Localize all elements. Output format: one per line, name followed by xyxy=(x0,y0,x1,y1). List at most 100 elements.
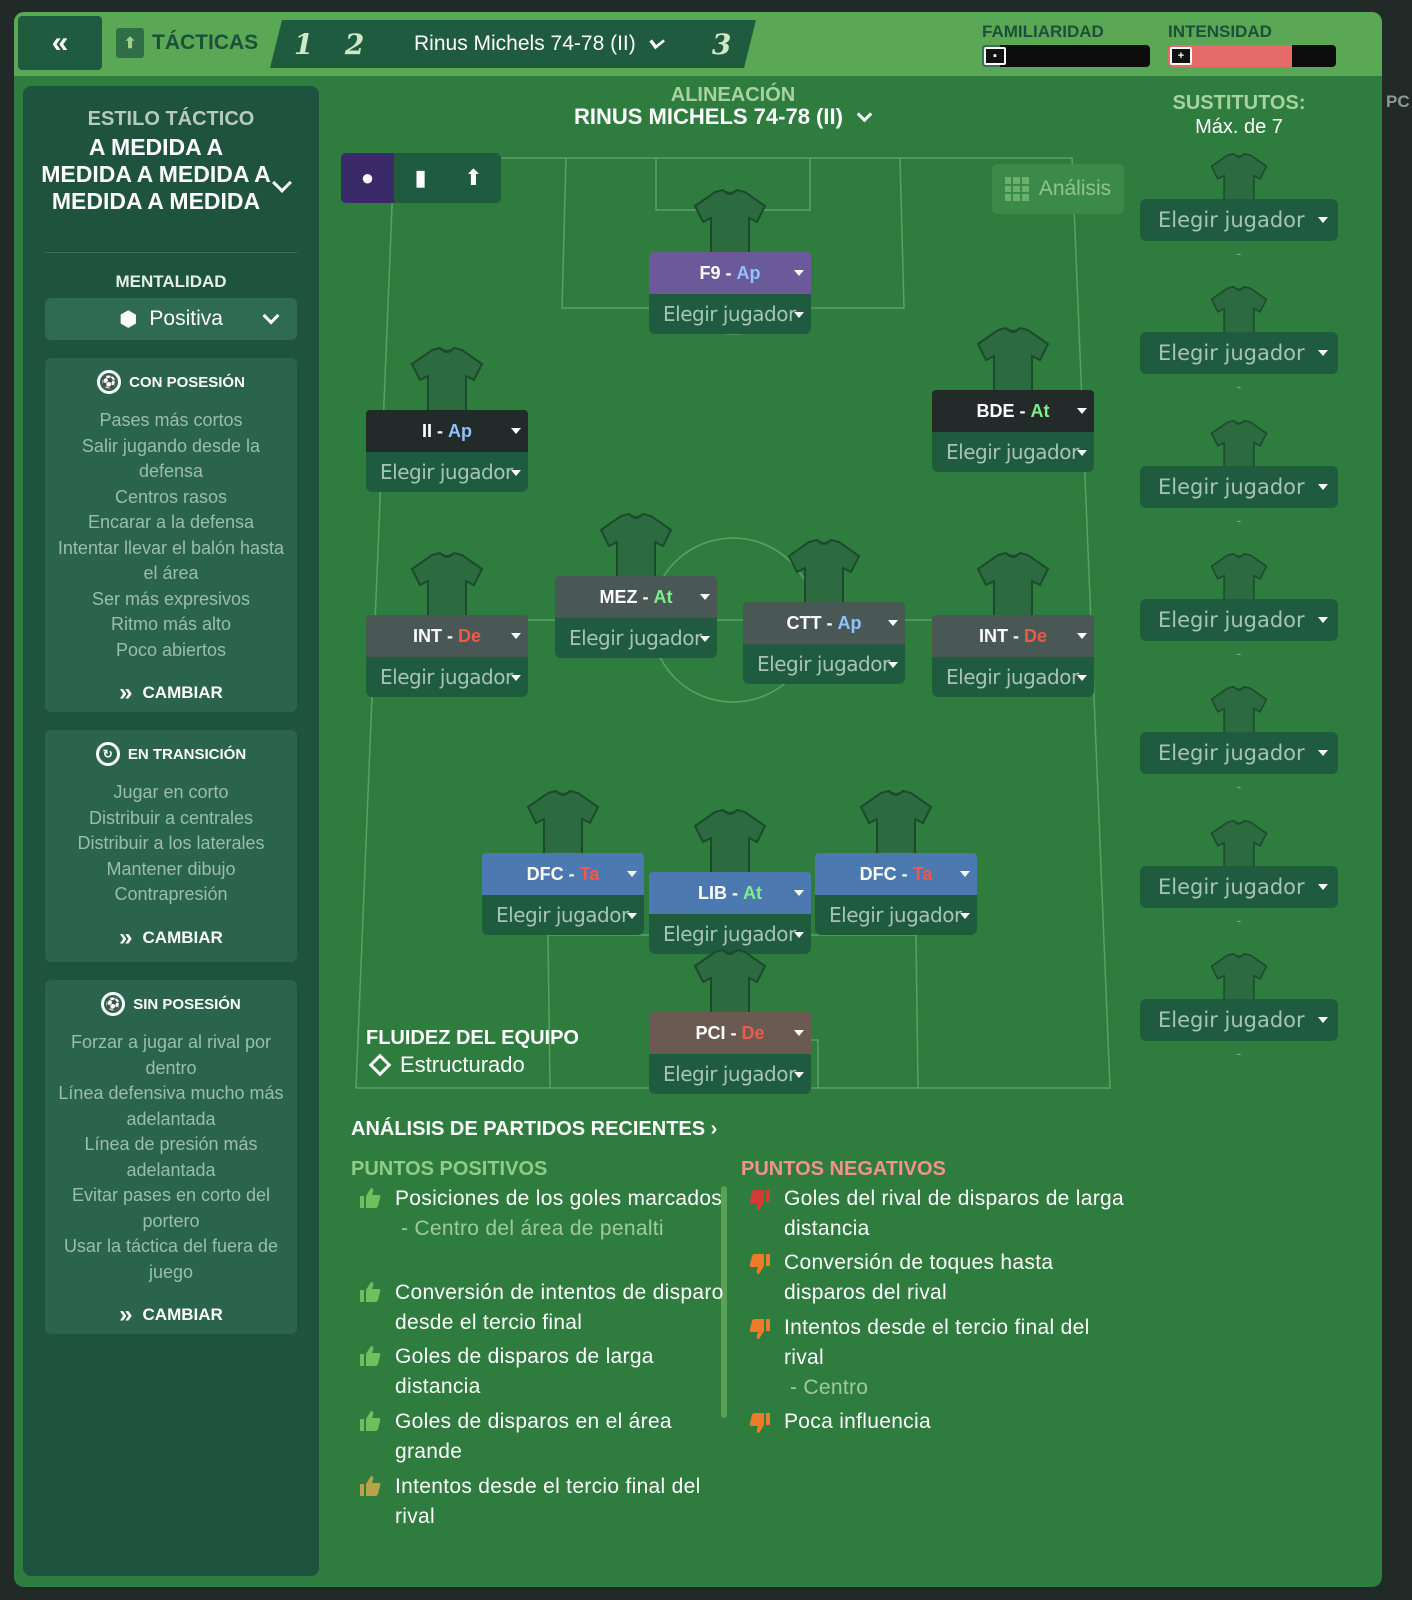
recent-analysis-link[interactable]: ANÁLISIS DE PARTIDOS RECIENTES › xyxy=(351,1118,718,1140)
caret-down-icon xyxy=(627,871,637,877)
player-picker[interactable]: Elegir jugador xyxy=(743,644,905,684)
player-picker[interactable]: Elegir jugador xyxy=(366,452,528,492)
position-code: II xyxy=(421,420,432,441)
player-picker[interactable]: Elegir jugador xyxy=(366,657,528,697)
instruction-item: Línea defensiva mucho más adelantada xyxy=(58,1083,284,1129)
caret-down-icon xyxy=(794,1072,804,1078)
duty-code: De xyxy=(1023,625,1047,646)
substitute-picker[interactable]: Elegir jugador xyxy=(1140,199,1338,241)
instruction-item: Ser más expresivos xyxy=(91,588,251,609)
role-dropdown[interactable]: INT - De xyxy=(932,615,1094,657)
position-code: INT xyxy=(978,625,1008,646)
role-dropdown[interactable]: DFC - Ta xyxy=(482,853,644,895)
analysis-button[interactable]: Análisis xyxy=(992,164,1124,214)
duty-code: At xyxy=(653,586,673,607)
shirt-icon xyxy=(1210,552,1268,611)
instruction-item: Forzar a jugar al rival por dentro xyxy=(70,1032,272,1078)
ball-icon: ⚽ xyxy=(101,992,126,1016)
role-dropdown[interactable]: II - Ap xyxy=(366,410,528,452)
familiaridad-label: FAMILIARIDAD xyxy=(982,22,1104,41)
player-picker[interactable]: Elegir jugador xyxy=(482,895,644,935)
shirt-icon xyxy=(410,551,484,626)
caret-down-icon xyxy=(511,470,521,476)
diamond-icon xyxy=(368,1053,392,1077)
role-dropdown[interactable]: F9 - Ap xyxy=(649,252,811,294)
shirt-icon xyxy=(859,789,933,864)
familiarity-icon: ▪ xyxy=(984,47,1006,65)
role-dropdown[interactable]: CTT - Ap xyxy=(743,602,905,644)
view-toggle: ● ▮ ⬆ xyxy=(341,153,501,203)
tactics-title: ⬆ TÁCTICAS xyxy=(116,28,258,58)
substitute-picker[interactable]: Elegir jugador xyxy=(1140,598,1338,641)
caret-down-icon xyxy=(1077,408,1087,414)
fluidity-value[interactable]: Estructurado xyxy=(368,1052,525,1078)
cambiar-button[interactable]: »CAMBIAR xyxy=(119,923,223,951)
back-button[interactable]: « xyxy=(18,16,102,70)
role-dropdown[interactable]: DFC - Ta xyxy=(815,853,977,895)
substitute-picker[interactable]: Elegir jugador xyxy=(1140,865,1338,908)
player-picker[interactable]: Elegir jugador xyxy=(649,914,811,954)
thumbs-down-icon xyxy=(749,1254,770,1274)
caret-down-icon xyxy=(511,428,521,434)
person-view-button[interactable]: ● xyxy=(341,153,394,203)
divider xyxy=(45,252,297,253)
chevron-down-icon xyxy=(856,106,873,122)
thumbs-up-icon xyxy=(360,1282,381,1302)
role-dropdown[interactable]: BDE - At xyxy=(932,390,1094,432)
double-chevron-right-icon: » xyxy=(119,679,133,706)
stats-view-button[interactable]: ▮ xyxy=(394,153,447,203)
player-picker[interactable]: Elegir jugador xyxy=(932,657,1094,697)
caret-down-icon xyxy=(794,932,804,938)
shirt-icon xyxy=(1210,419,1268,478)
style-name[interactable]: A MEDIDA A MEDIDA A MEDIDA A MEDIDA A ME… xyxy=(41,134,271,214)
substitute-picker[interactable]: Elegir jugador xyxy=(1140,332,1338,375)
shirt-icon xyxy=(976,326,1050,401)
shirt-icon xyxy=(599,512,673,587)
mentality-dropdown[interactable]: ⬢ Positiva xyxy=(45,298,297,340)
thumbs-down-icon xyxy=(749,1319,770,1339)
positive-point: Posiciones de los goles marcados- Centro… xyxy=(395,1187,723,1240)
intensidad-meter[interactable]: + xyxy=(1168,45,1336,67)
lineup-name: RINUS MICHELS 74-78 (II) xyxy=(574,104,843,129)
mentality-value: Positiva xyxy=(149,307,223,330)
role-dropdown[interactable]: PCI - De xyxy=(649,1012,811,1054)
cambiar-button[interactable]: »CAMBIAR xyxy=(119,1301,223,1328)
role-dropdown[interactable]: MEZ - At xyxy=(555,576,717,618)
scrollbar[interactable] xyxy=(721,1186,727,1418)
caret-down-icon xyxy=(794,890,804,896)
player-picker[interactable]: Elegir jugador xyxy=(649,1054,811,1094)
caret-down-icon xyxy=(794,270,804,276)
card-title: SIN POSESIÓN xyxy=(133,995,241,1013)
shirt-icon xyxy=(410,346,484,421)
instruction-item: Intentar llevar el balón hasta el área xyxy=(57,537,285,584)
person-icon: ● xyxy=(360,165,375,190)
player-picker[interactable]: Elegir jugador xyxy=(815,895,977,935)
role-dropdown[interactable]: INT - De xyxy=(366,615,528,657)
substitute-picker[interactable]: Elegir jugador xyxy=(1140,465,1338,508)
instruction-item: Ritmo más alto xyxy=(110,614,232,634)
player-picker[interactable]: Elegir jugador xyxy=(555,618,717,658)
instruction-item: Evitar pases en corto del portero xyxy=(71,1185,271,1231)
familiaridad-meter[interactable]: ▪ xyxy=(982,45,1150,67)
substitute-picker[interactable]: Elegir jugador xyxy=(1140,998,1338,1041)
player-picker[interactable]: Elegir jugador xyxy=(649,294,811,334)
lineup-dropdown[interactable]: RINUS MICHELS 74-78 (II) xyxy=(574,104,873,130)
top-bar: « ⬆ TÁCTICAS 1 2 Rinus Michels 74-78 (II… xyxy=(14,12,1382,76)
role-dropdown[interactable]: LIB - At xyxy=(649,872,811,914)
instruction-list: Pases más cortos Salir jugando desde la … xyxy=(45,408,297,663)
pick-player-label: Elegir jugador xyxy=(946,665,1079,689)
negative-point: Poca influencia xyxy=(784,1410,931,1433)
player-picker[interactable]: Elegir jugador xyxy=(932,432,1094,472)
instruction-list: Forzar a jugar al rival por dentro Línea… xyxy=(45,1030,297,1285)
cambiar-button[interactable]: »CAMBIAR xyxy=(119,679,223,706)
caret-down-icon xyxy=(1318,883,1328,890)
caret-down-icon xyxy=(1318,350,1328,357)
caret-down-icon xyxy=(960,871,970,877)
tactics-view-button[interactable]: ⬆ xyxy=(447,153,500,203)
ball-icon: ⚽ xyxy=(97,370,122,394)
substitute-empty: - xyxy=(1236,644,1242,661)
thumbs-up-icon xyxy=(360,1188,381,1208)
shield-icon: ⬢ xyxy=(119,307,138,331)
pick-player-label: Elegir jugador xyxy=(496,903,629,927)
substitute-picker[interactable]: Elegir jugador xyxy=(1140,732,1338,775)
